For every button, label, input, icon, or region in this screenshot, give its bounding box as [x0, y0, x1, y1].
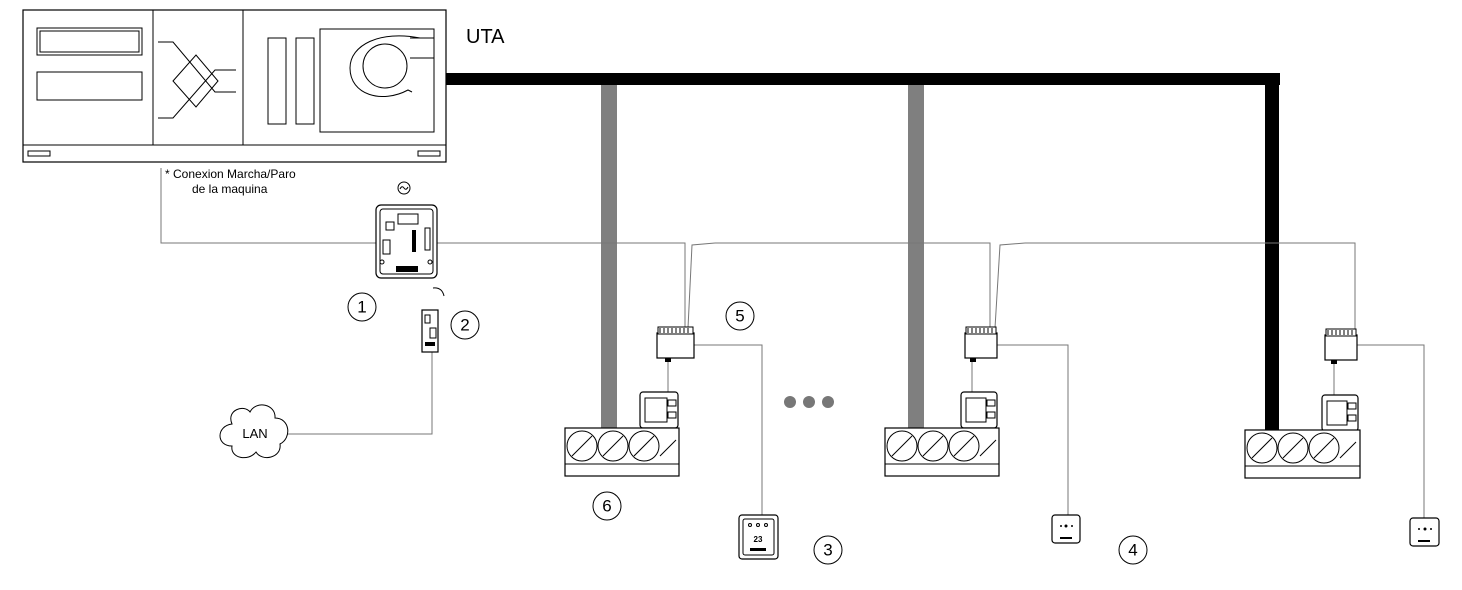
zone-module-icon — [656, 326, 695, 362]
callout-4: 4 — [1118, 535, 1148, 565]
damper-icon — [1244, 429, 1361, 479]
callout-1: 1 — [347, 292, 377, 322]
more-zones-ellipsis — [784, 396, 834, 408]
power-supply-icon — [397, 181, 411, 195]
zone-module-icon — [1324, 328, 1358, 364]
damper-icon — [564, 427, 680, 477]
note-line-1: * Conexion Marcha/Paro — [165, 167, 296, 181]
svg-text:2: 2 — [460, 316, 469, 335]
webserver-module-icon — [421, 309, 439, 353]
svg-text:1: 1 — [357, 298, 366, 317]
ahu-label: UTA — [466, 26, 505, 48]
network-cloud-icon — [219, 404, 289, 459]
ahu-unit-icon — [22, 9, 447, 163]
damper-motor-icon — [1321, 394, 1359, 432]
main-duct — [444, 73, 1280, 433]
svg-text:6: 6 — [602, 497, 611, 516]
svg-text:4: 4 — [1128, 541, 1137, 560]
branch-duct-2 — [908, 85, 924, 430]
callout-3: 3 — [813, 535, 843, 565]
svg-text:5: 5 — [735, 307, 744, 326]
callout-5: 5 — [725, 301, 755, 331]
zone-module-icon — [964, 326, 998, 362]
callout-2: 2 — [450, 310, 480, 340]
callout-6: 6 — [592, 491, 622, 521]
wiring — [160, 168, 1425, 518]
branch-duct-1 — [601, 85, 617, 430]
damper-motor-icon — [960, 391, 998, 429]
main-controller-icon — [375, 204, 438, 279]
note-line-2: de la maquina — [192, 182, 268, 196]
damper-icon — [884, 427, 1000, 477]
connect-arrow-icon — [432, 287, 445, 297]
thermostat-icon — [1051, 514, 1081, 544]
thermostat-icon — [738, 514, 779, 560]
svg-text:3: 3 — [823, 541, 832, 560]
damper-motor-icon — [639, 391, 679, 429]
thermostat-temperature: 23 — [754, 535, 763, 544]
network-label: LAN — [242, 426, 267, 441]
thermostat-icon — [1409, 517, 1440, 547]
